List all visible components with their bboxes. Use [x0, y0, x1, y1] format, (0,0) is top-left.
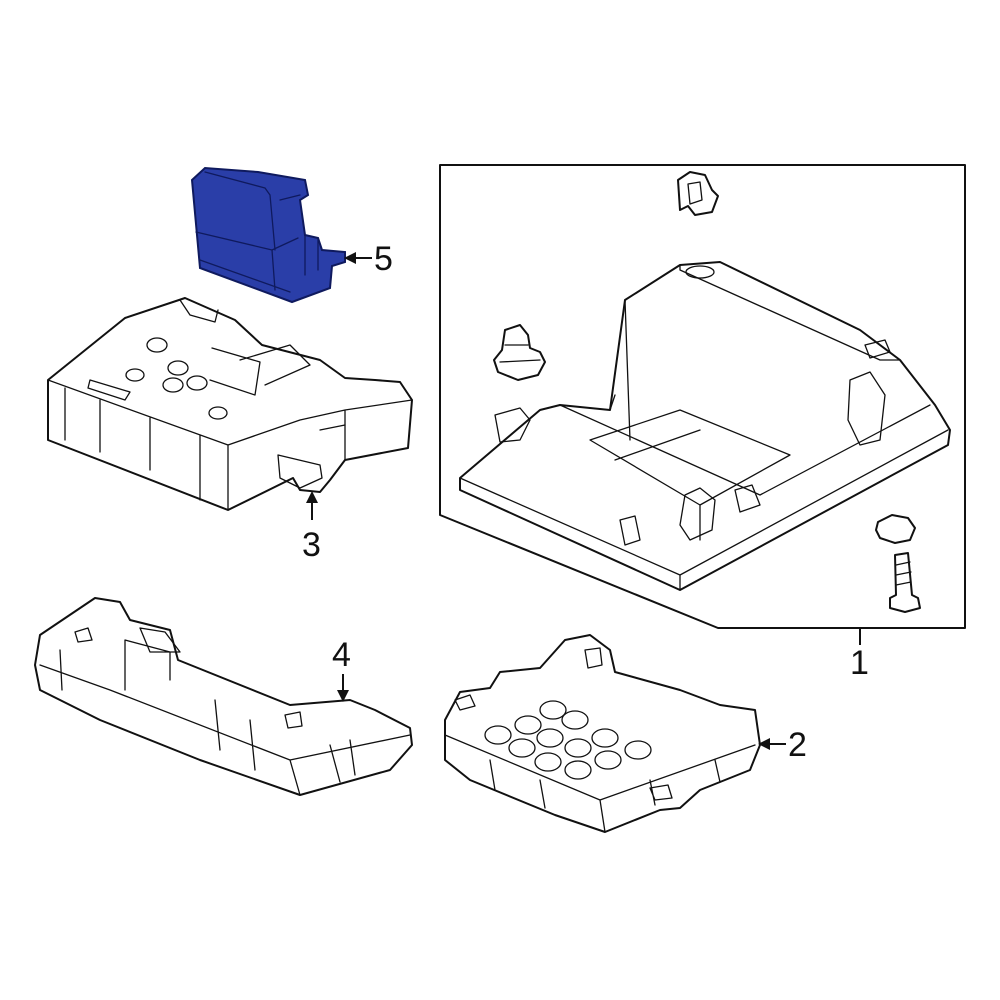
part-1-screw[interactable] [889, 552, 921, 613]
callout-5-arrowhead [344, 252, 356, 264]
part-1-push-pin[interactable] [493, 324, 546, 381]
part-5-detail [195, 171, 319, 293]
part-1-outline-box [439, 164, 966, 629]
part-4-body [34, 597, 413, 796]
part-3-body [47, 297, 413, 511]
callout-5: 5 [344, 240, 393, 278]
part-1-edges [459, 264, 949, 591]
part-1-housing[interactable] [459, 261, 951, 591]
part-1-clip[interactable] [677, 171, 719, 216]
callout-2-arrowhead [758, 738, 770, 750]
part-1-clip-detail [687, 181, 703, 205]
callout-2: 2 [758, 726, 807, 764]
part-4-lamp-housing[interactable] [34, 597, 413, 796]
part-2-pockets [484, 700, 652, 780]
part-3-edges [47, 379, 413, 511]
part-3-holes [125, 337, 228, 420]
part-2-bracket[interactable] [444, 634, 761, 833]
part-1-detail-features [494, 265, 891, 546]
part-3-details [87, 299, 346, 489]
part-3-module[interactable] [47, 297, 413, 511]
callout-4-arrowhead [337, 690, 349, 702]
part-1-grommet[interactable] [875, 514, 916, 544]
callout-5-label: 5 [374, 240, 393, 278]
part-4-edges [39, 627, 411, 796]
part-1-push-pin-detail [499, 344, 541, 363]
callout-4-label: 4 [332, 636, 351, 674]
callout-1: 1 [850, 644, 869, 682]
part-1-screw-thread [895, 561, 912, 586]
callout-4: 4 [332, 636, 351, 702]
part-5-control-module[interactable] [190, 166, 346, 304]
part-2-body [444, 634, 761, 833]
part-5-body [190, 166, 346, 304]
callout-1-label: 1 [850, 644, 869, 682]
callout-3-arrowhead [306, 491, 318, 503]
callout-3-label: 3 [302, 526, 321, 564]
part-2-edges [444, 647, 756, 833]
callout-3: 3 [302, 491, 321, 564]
part-1-assembly-group [439, 164, 966, 645]
callout-2-label: 2 [788, 726, 807, 764]
